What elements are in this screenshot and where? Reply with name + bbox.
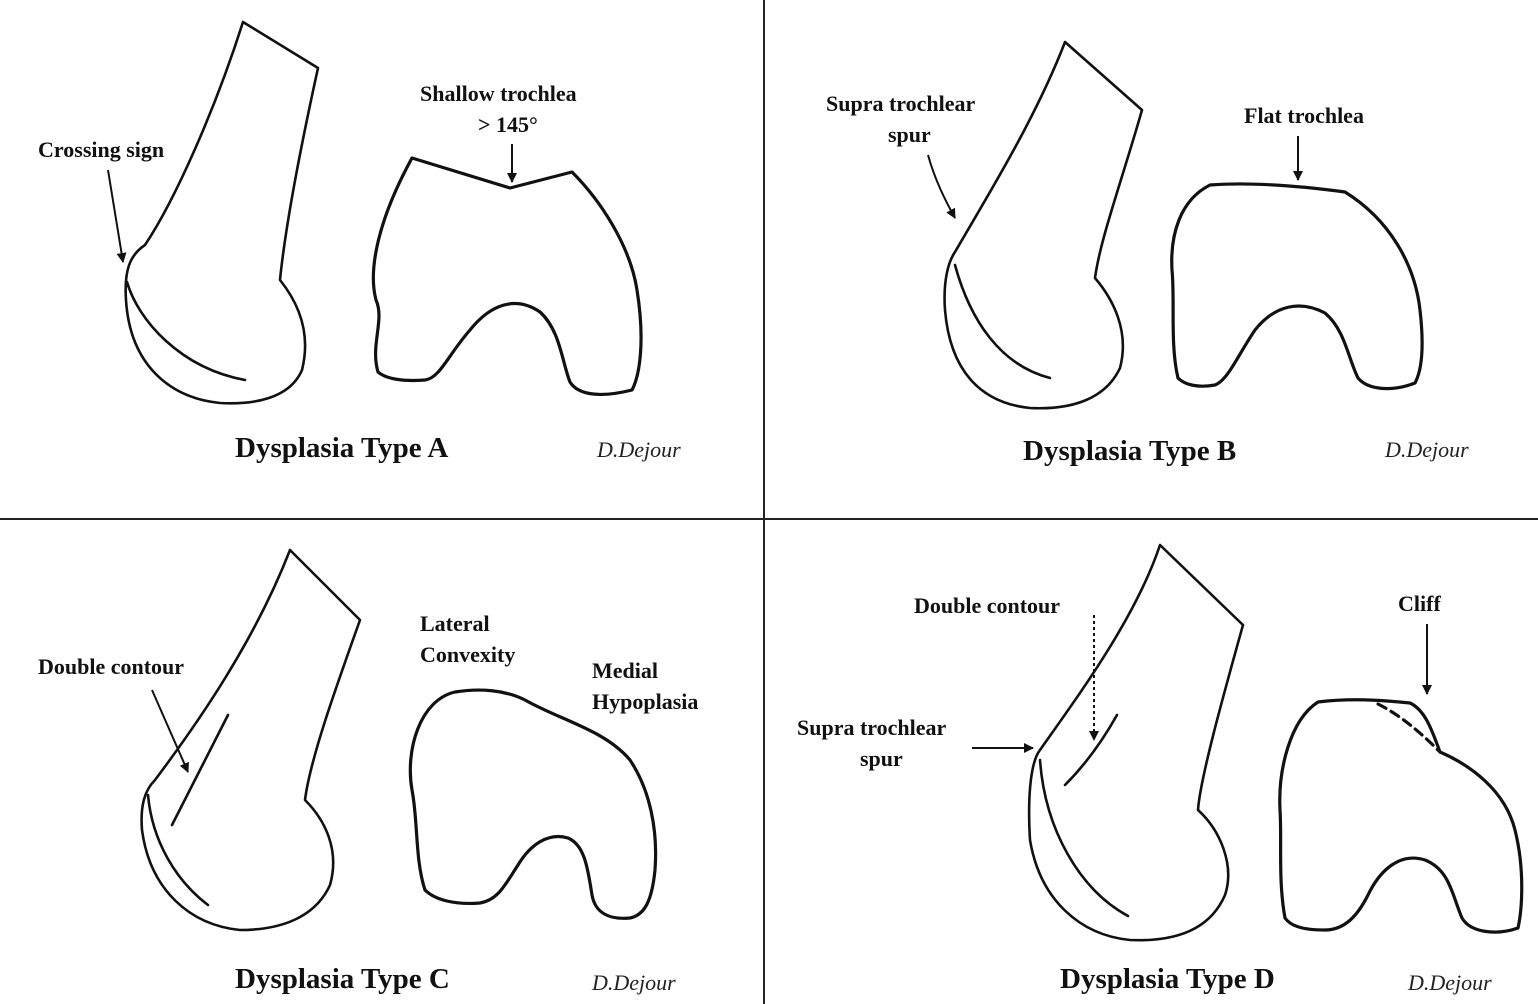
panel-d-signature: D.Dejour: [1407, 970, 1492, 995]
panel-a-title: Dysplasia Type A: [235, 432, 448, 464]
panel-c-double-contour-line: [170, 713, 230, 827]
panel-b-title: Dysplasia Type B: [1023, 435, 1236, 467]
panel-c-title: Dysplasia Type C: [235, 963, 450, 995]
panel-a-crossing-line: [125, 280, 247, 382]
panel-type-b: Supra trochlear spur Flat trochlea Dyspl…: [826, 40, 1469, 467]
panel-d-double-contour-line: [1063, 713, 1119, 787]
label-supra-trochlear-spur-b: Supra trochlear: [826, 91, 976, 116]
panel-b-signature: D.Dejour: [1384, 437, 1469, 462]
label-spur-d: spur: [860, 746, 903, 771]
arrow-double-contour-c: [151, 689, 189, 773]
panel-d-cliff-dashed: [1376, 702, 1442, 754]
arrow-crossing-sign: [107, 169, 127, 263]
panel-c-trochlea-axial: [408, 688, 658, 920]
panel-b-femur-sagittal: [943, 40, 1144, 410]
label-shallow-trochlea: Shallow trochlea: [420, 81, 577, 106]
panel-b-spur-line: [953, 263, 1052, 380]
panel-c-inner-contour: [146, 793, 210, 907]
label-supra-trochlear-spur-d: Supra trochlear: [797, 715, 947, 740]
label-double-contour-c: Double contour: [38, 654, 184, 679]
panel-c-femur-sagittal: [140, 548, 362, 932]
label-spur-b: spur: [888, 122, 931, 147]
label-double-contour-d: Double contour: [914, 593, 1060, 618]
panel-b-trochlea-axial: [1170, 182, 1424, 391]
label-lateral-c: Lateral: [420, 611, 490, 636]
label-cliff: Cliff: [1398, 591, 1441, 616]
arrow-supra-trochlear-spur-b: [927, 154, 956, 219]
panel-type-a: Crossing sign Shallow trochlea > 145° Dy…: [38, 20, 681, 464]
panel-a-signature: D.Dejour: [596, 437, 681, 462]
panel-c-signature: D.Dejour: [591, 970, 676, 995]
label-shallow-trochlea-angle: > 145°: [478, 112, 538, 137]
label-hypoplasia-c: Hypoplasia: [592, 689, 698, 714]
label-crossing-sign: Crossing sign: [38, 137, 164, 162]
panel-type-c: Double contour Lateral Convexity Medial …: [38, 548, 698, 995]
panel-a-femur-sagittal: [124, 20, 320, 405]
panel-a-trochlea-axial: [371, 156, 643, 396]
panel-d-trochlea-axial: [1278, 698, 1524, 934]
panel-d-femur-sagittal: [1027, 543, 1245, 942]
panel-type-d: Double contour Supra trochlear spur Clif…: [797, 543, 1524, 995]
label-convexity-c: Convexity: [420, 642, 515, 667]
label-medial-c: Medial: [592, 658, 658, 683]
label-flat-trochlea: Flat trochlea: [1244, 103, 1364, 128]
panel-d-title: Dysplasia Type D: [1060, 963, 1275, 995]
panel-d-inner-contour: [1038, 758, 1130, 918]
